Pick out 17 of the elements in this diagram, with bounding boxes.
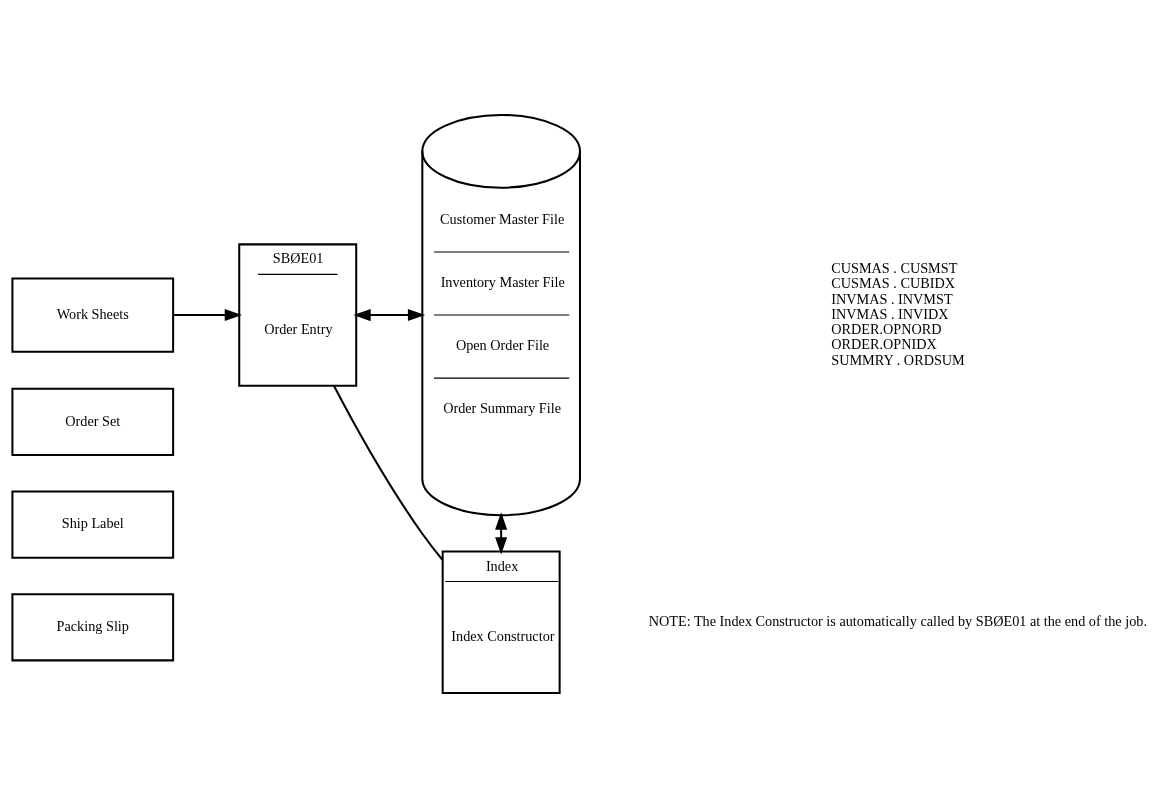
connector (333, 384, 444, 560)
node-box: Ship Label (11, 490, 175, 559)
node-box: Packing Slip (11, 592, 175, 661)
arrow (353, 308, 426, 321)
node-label: ORDER.OPNIDX (831, 335, 937, 352)
node-box: Work Sheets (11, 276, 175, 353)
node-label: INVMAS . INVIDX (831, 305, 949, 322)
node-box: SBØE01 Order Entry (238, 242, 358, 387)
arrow (495, 511, 508, 555)
node-label: CUSMAS . CUSMST (831, 259, 958, 276)
node-box: Order Set (11, 387, 175, 456)
node-label: SUMMRY . ORDSUM (831, 351, 965, 368)
node-label: CUSMAS . CUBIDX (831, 274, 956, 291)
arrow (173, 308, 243, 321)
node-label: ORDER.OPNORD (831, 320, 942, 337)
label: NOTE: The Index Constructor is automatically called by SBØE01 at the end of the job. (648, 612, 1147, 629)
node-label: INVMAS . INVMST (831, 290, 953, 307)
